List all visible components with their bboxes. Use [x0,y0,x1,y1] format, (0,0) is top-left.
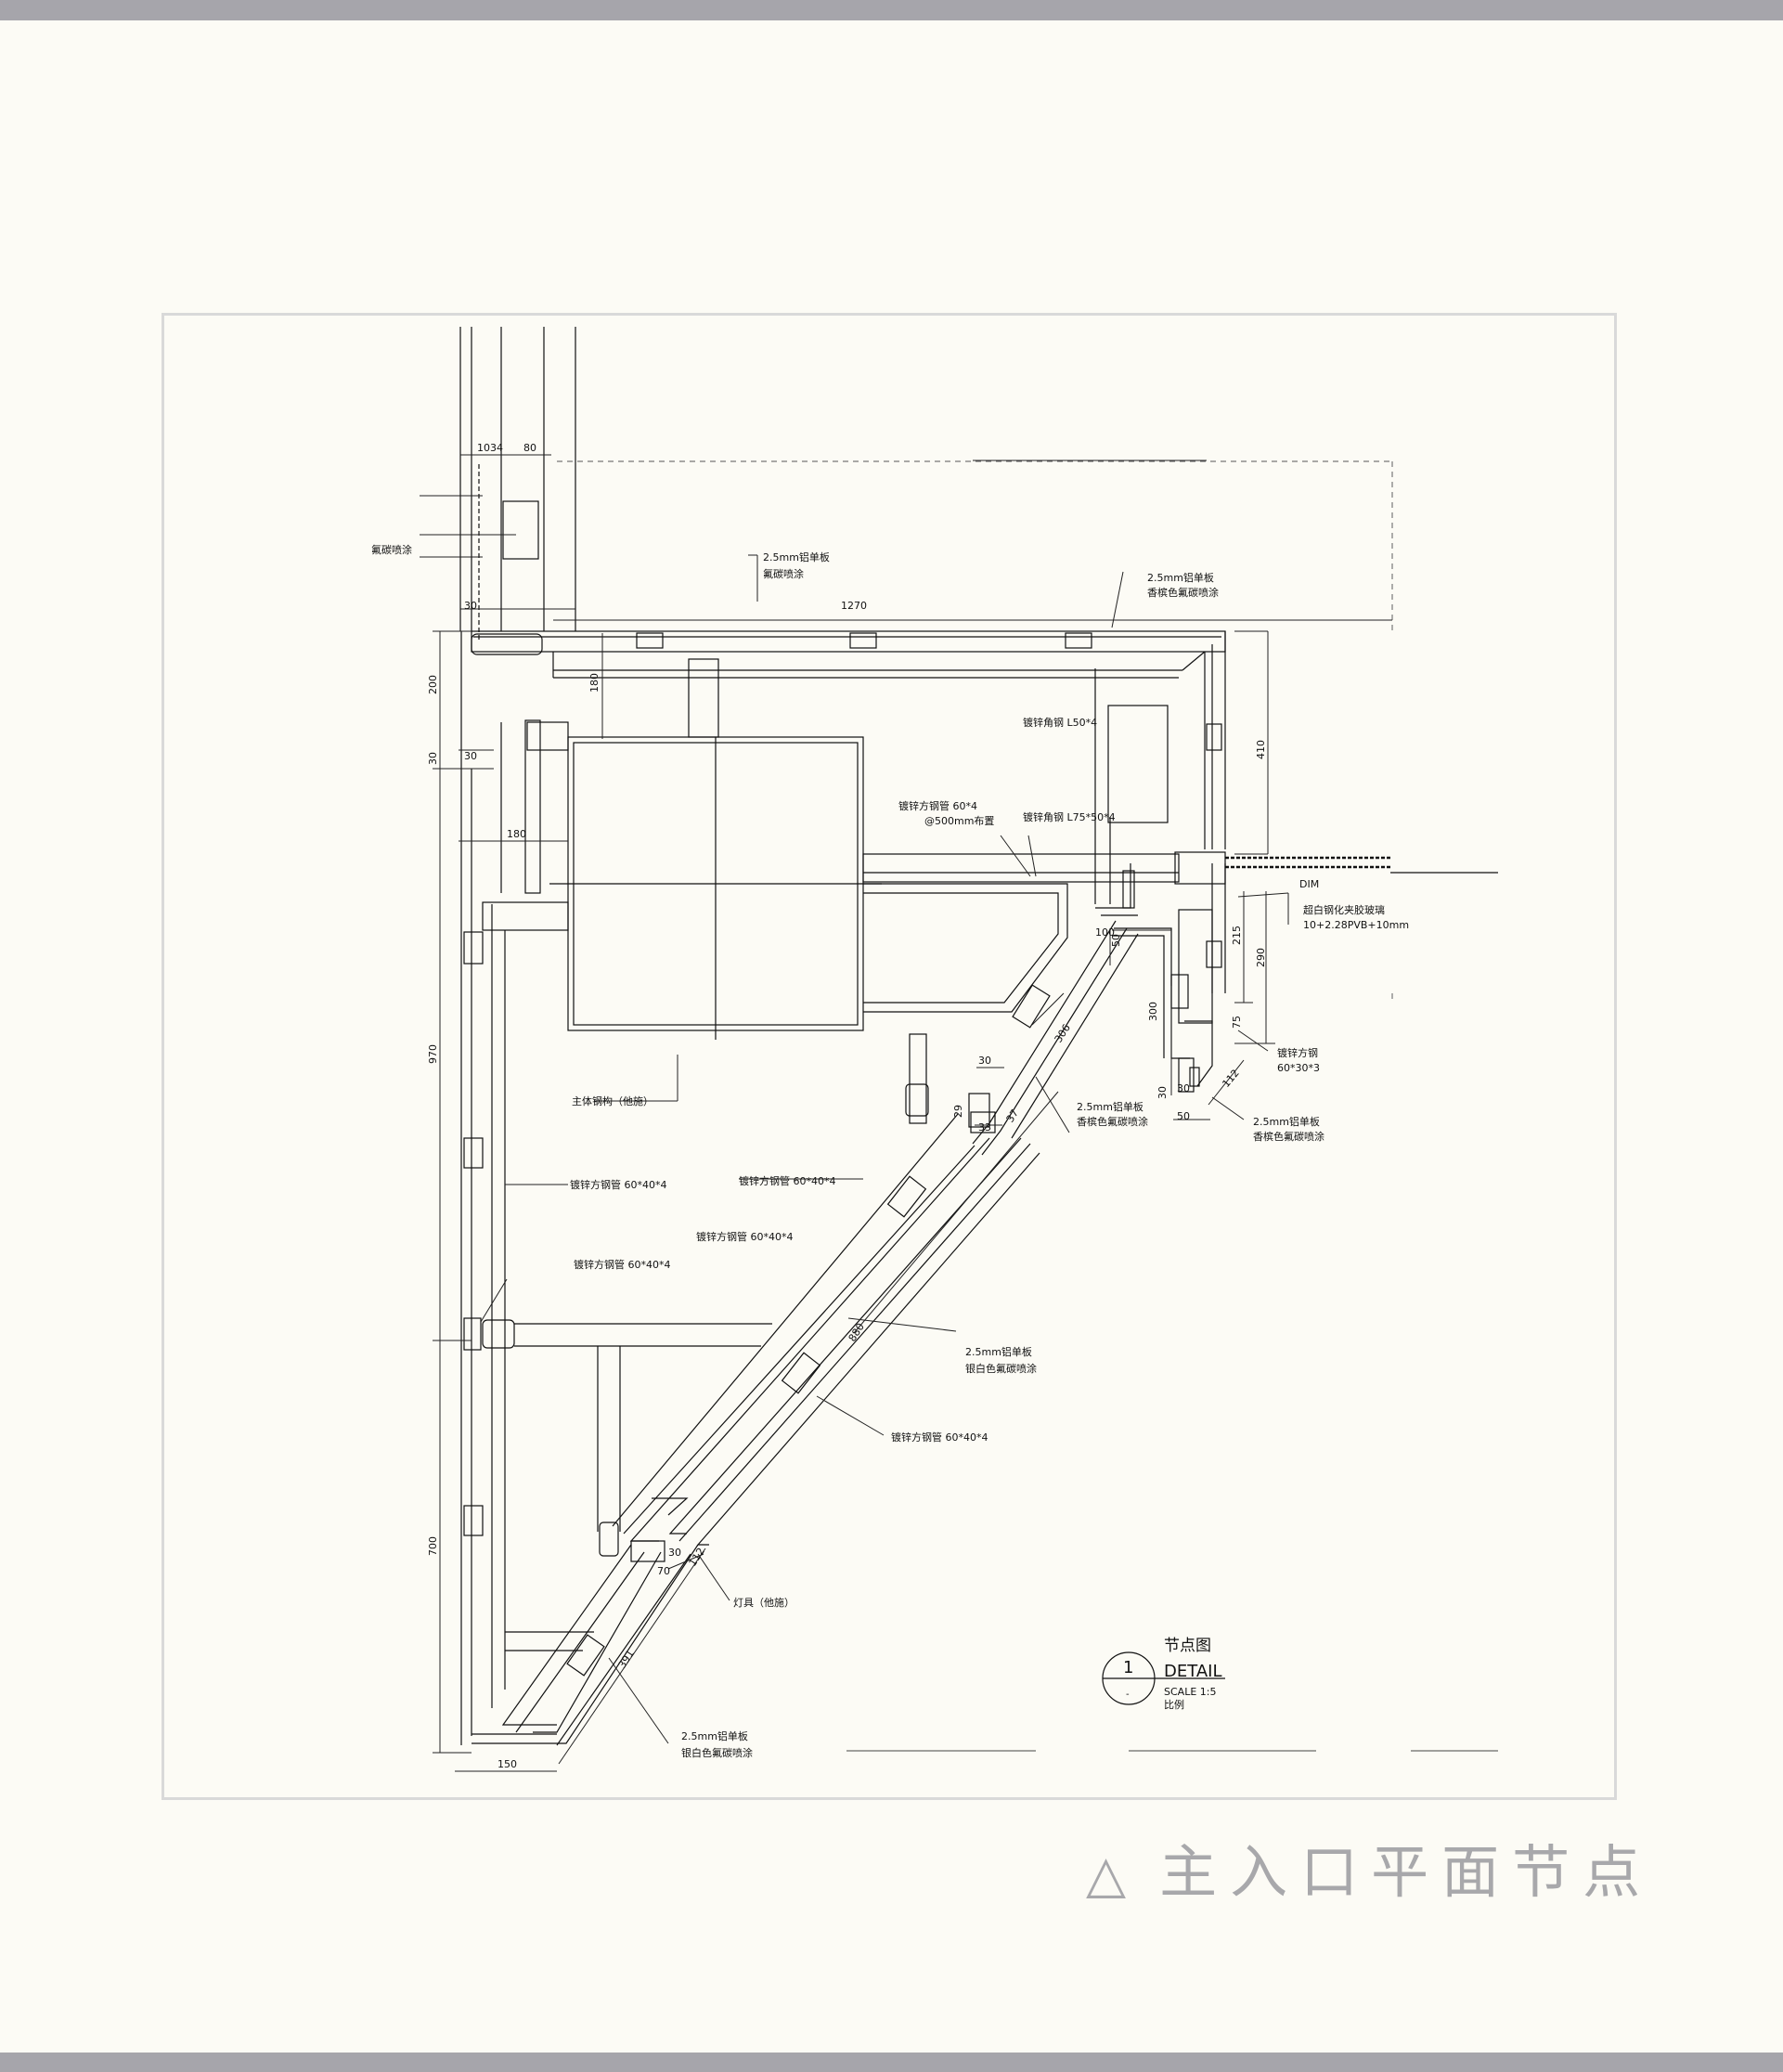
dim-180h: 180 [507,828,526,840]
dim-300: 300 [1147,1002,1159,1021]
label-dim: DIM [1299,878,1319,890]
label-angle-steel-1: 镀锌角钢 L50*4 [1023,716,1097,729]
label-panel-mid-1: 2.5mm铝单板 [1077,1100,1143,1113]
label-panel-bot-1: 2.5mm铝单板 [681,1729,748,1742]
upper-diagonal-panel [968,920,1139,1156]
label-fluorocarbon-left: 氟碳喷涂 [371,543,412,556]
label-panel-right-2: 香槟色氟碳喷涂 [1147,586,1219,599]
detail-title-cn: 节点图 [1164,1637,1211,1655]
label-lamp: 灯具（他施） [733,1597,795,1609]
main-steel-box [482,658,882,1040]
dim-30b: 30 [427,752,439,765]
label-tube-e: 镀锌方钢管 60*40*4 [891,1431,988,1444]
dim-150: 150 [497,1758,517,1770]
label-panel-mid-2: 香槟色氟碳喷涂 [1077,1115,1148,1128]
detail-symbol [1102,1651,1225,1705]
label-panel-top-2: 氟碳喷涂 [763,567,804,580]
caption-text: 主入口平面节点 [1159,1838,1654,1906]
label-square-tube-1: 镀锌方钢管 60*4 [898,799,977,812]
label-panel-diag-1: 2.5mm铝单板 [965,1345,1032,1358]
dim-50h: 50 [1177,1110,1190,1122]
label-panel-diag-2: 银白色氟碳喷涂 [965,1362,1037,1375]
dim-30e: 30 [1156,1086,1169,1099]
dim-112b: 112 [687,1546,707,1569]
label-tube-a: 镀锌方钢管 60*40*4 [570,1178,667,1191]
dim-306: 306 [1053,1022,1073,1045]
label-square-steel-r2: 60*30*3 [1277,1062,1320,1074]
label-panel-r2-1: 2.5mm铝单板 [1253,1115,1320,1128]
wall-column-lines [459,327,576,641]
label-panel-bot-2: 银白色氟碳喷涂 [681,1746,753,1759]
dim-70: 70 [657,1565,670,1577]
dim-700: 700 [427,1536,439,1556]
page-caption: △ 主入口平面节点 [1086,1825,1653,1909]
label-glass-2: 10+2.28PVB+10mm [1303,919,1409,931]
dim-30g: 30 [668,1547,681,1559]
dim-180v: 180 [588,673,601,693]
detail-number: 1 [1123,1658,1133,1677]
dim-80: 80 [523,442,536,454]
caption-triangle-icon: △ [1086,1845,1140,1905]
detail-title-en: DETAIL [1164,1662,1221,1681]
top-panel [471,630,1226,849]
drawing-frame [162,313,1617,1800]
dim-1270: 1270 [841,600,867,612]
detail-sub: - [1126,1690,1130,1700]
dimension-lines [433,454,1392,1772]
dim-200: 200 [427,675,439,694]
dim-30f: 30 [1177,1082,1190,1094]
dim-391: 391 [616,1648,637,1671]
dim-34: 34 [490,442,503,454]
dim-50v: 50 [1110,934,1122,947]
inner-steel-frame [863,883,1068,1124]
label-glass-1: 超白钢化夹胶玻璃 [1303,903,1385,916]
label-tube-c: 镀锌方钢管 60*40*4 [696,1230,794,1243]
dim-37: 37 [1004,1107,1022,1125]
label-square-tube-1b: @500mm布置 [924,815,994,827]
top-bar [0,0,1783,20]
label-tube-b: 镀锌方钢管 60*40*4 [739,1174,836,1187]
dim-30a: 30 [464,600,477,612]
dim-75: 75 [1231,1016,1243,1029]
label-angle-steel-2: 镀锌角钢 L75*50*4 [1023,810,1116,823]
dim-215: 215 [1231,926,1243,945]
right-small-parts [1095,863,1213,1093]
dim-30d: 30 [978,1055,991,1067]
label-panel-r2-2: 香槟色氟碳喷涂 [1253,1130,1324,1143]
left-wall [460,631,772,1745]
label-square-steel-r1: 镀锌方钢 [1277,1046,1318,1059]
dim-970: 970 [427,1044,439,1064]
dim-100: 100 [1095,926,1115,939]
label-tube-d: 镀锌方钢管 60*40*4 [574,1258,671,1271]
dim-33: 33 [978,1121,991,1133]
reference-dashed-lines [557,460,1393,1001]
dim-10: 10 [477,442,490,454]
square-tube-60x4 [862,668,1226,904]
detail-scale-cn: 比例 [1164,1698,1184,1711]
lower-panel [472,1540,699,1746]
dim-410: 410 [1255,740,1267,759]
label-panel-right-1: 2.5mm铝单板 [1147,571,1214,584]
detail-scale: SCALE 1:5 [1164,1686,1216,1698]
leader-lines [420,495,1289,1744]
label-main-steel: 主体钢构（他施） [572,1094,653,1107]
label-panel-top-1: 2.5mm铝单板 [763,550,830,563]
dim-29: 29 [952,1105,964,1118]
dim-30c: 30 [464,750,477,762]
top-brackets [636,632,1222,968]
dim-290: 290 [1255,948,1267,967]
bottom-bar [0,2053,1783,2072]
